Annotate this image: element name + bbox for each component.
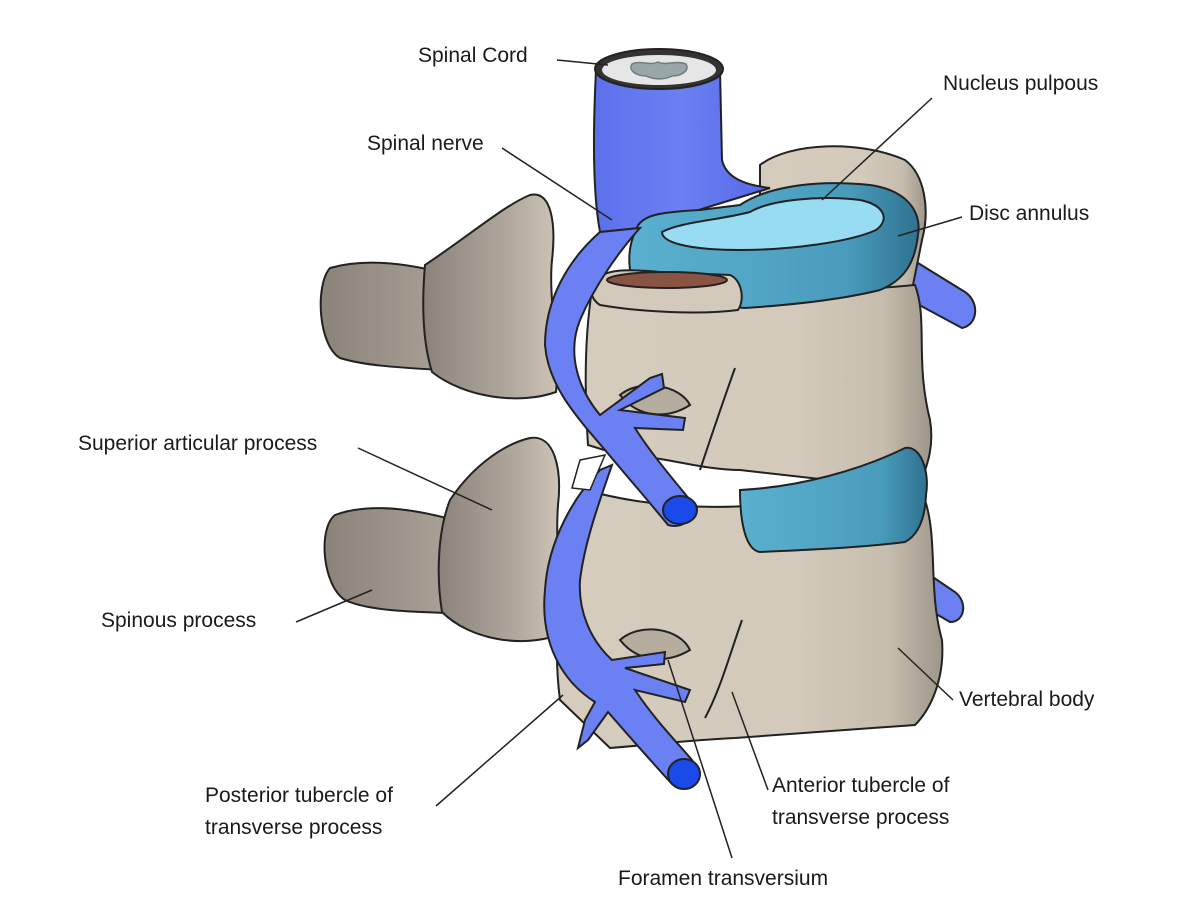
nucleus-pulpous [660,197,885,252]
label-anterior-tubercle: Anterior tubercle of transverse process [772,770,949,834]
label-foramen-transversium: Foramen transversium [618,867,829,890]
spinal-nerve-upper-cut [662,495,698,525]
label-posterior-tubercle: Posterior tubercle of transverse process [205,780,393,844]
facet-joint-gap [571,453,607,491]
label-posterior-tubercle-line-2: transverse process [205,816,383,839]
label-anterior-tubercle-line-1: Anterior tubercle of [772,774,950,797]
superior-articular-process-upper [422,193,558,400]
label-superior-articular-process: Superior articular process [78,432,318,455]
label-anterior-tubercle-line-2: transverse process [772,806,950,829]
label-nucleus-pulpous: Nucleus pulpous [943,72,1099,95]
spinal-nerve-lower-cut [667,758,701,790]
superior-articular-process-lower [437,436,561,643]
label-disc-annulus: Disc annulus [969,202,1090,225]
canal-cut-ring [606,271,728,289]
label-spinal-nerve: Spinal nerve [367,132,484,155]
leader-lines [295,59,963,859]
cord-grey-matter [630,61,688,80]
body-contour-lines [699,367,743,719]
label-posterior-tubercle-line-1: Posterior tubercle of [205,784,393,807]
label-vertebral-body: Vertebral body [959,688,1095,711]
label-spinal-cord: Spinal Cord [418,44,528,67]
label-spinous-process: Spinous process [101,609,257,632]
intervertebral-disc-lower [738,446,928,554]
